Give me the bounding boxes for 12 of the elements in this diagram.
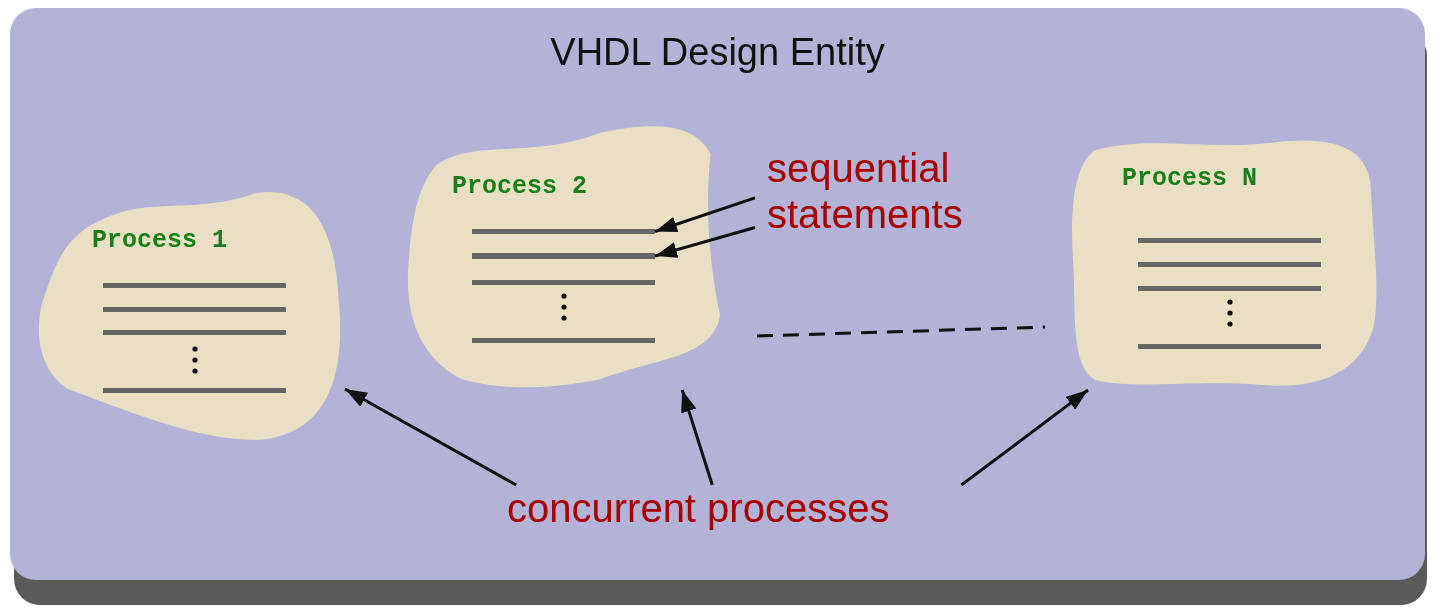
entity-title: VHDL Design Entity [549,30,886,75]
process-label: Process 2 [452,174,588,199]
process-label: Process N [1122,166,1258,191]
arrow [960,388,1089,487]
arrow [654,226,756,258]
annotation-text: concurrent processes [495,485,1025,550]
annotation-text: sequential statements [755,145,1040,255]
entity-panel [10,8,1425,580]
arrow [344,387,517,487]
arrow [654,196,756,233]
process-label: Process 1 [92,228,228,253]
arrow [680,389,714,486]
